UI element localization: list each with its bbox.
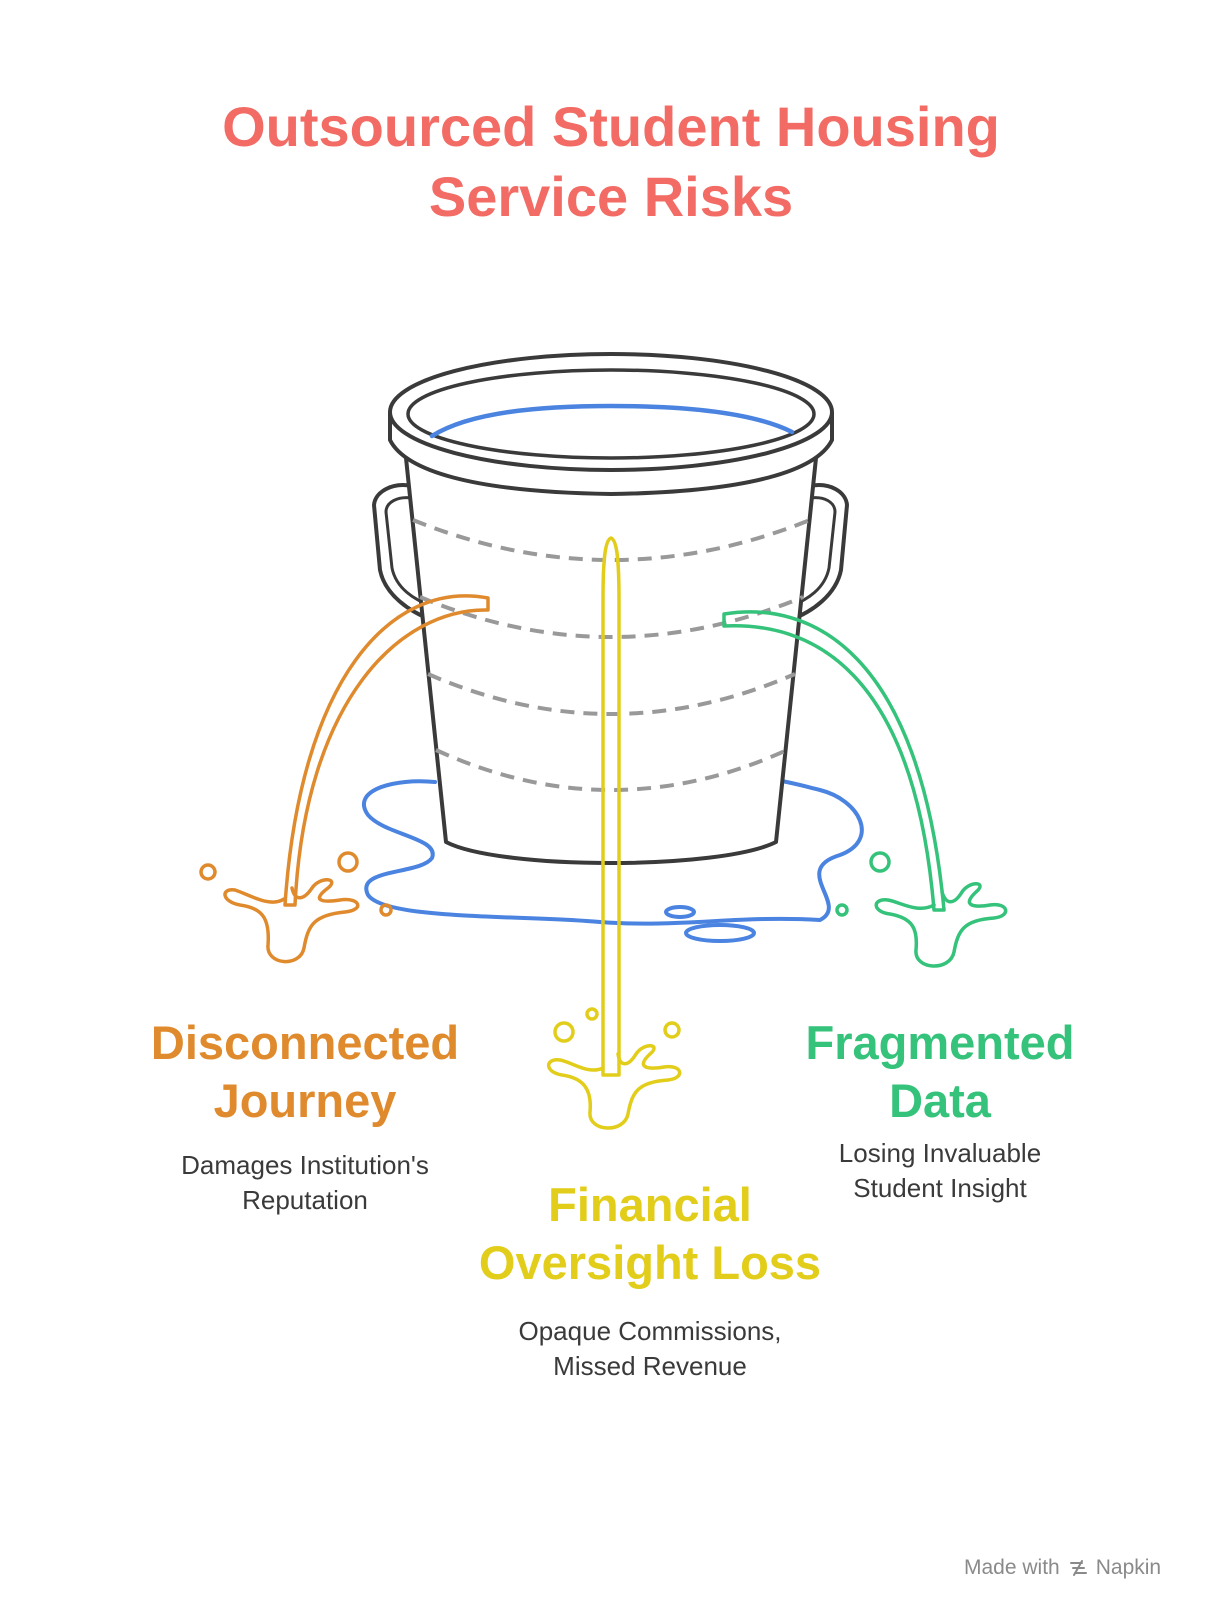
risk-description-line: Student Insight <box>853 1173 1027 1203</box>
puddle-drop-2 <box>684 923 756 943</box>
risk-description-line: Losing Invaluable <box>838 1138 1042 1168</box>
bucket-band-2 <box>419 595 804 639</box>
splash-right-drop-1 <box>869 851 891 873</box>
splash-left-drop-3 <box>379 903 393 917</box>
footer-brand: Napkin <box>1095 1556 1162 1579</box>
risk-description-fragmented-data: Losing Invaluable Student Insight <box>740 1136 1140 1206</box>
bucket-band-3 <box>427 672 796 716</box>
risk-heading-line: Oversight Loss <box>478 1236 822 1289</box>
risk-heading-line: Fragmented <box>805 1016 1075 1069</box>
splash-left-drop-1 <box>199 863 217 881</box>
splash-left <box>223 878 360 964</box>
splash-center-drop-1 <box>553 1021 575 1043</box>
leak-stream-left <box>199 594 490 964</box>
splash-left-drop-2 <box>337 851 359 873</box>
risk-heading-disconnected-journey: Disconnected Journey <box>110 1014 500 1130</box>
splash-center-drop-2 <box>585 1007 599 1021</box>
risk-heading-fragmented-data: Fragmented Data <box>740 1014 1140 1130</box>
made-with-napkin-footer[interactable]: Made with Napkin <box>964 1556 1161 1580</box>
footer-made-with: Made with <box>964 1556 1060 1579</box>
title-line-2: Service Risks <box>428 165 794 228</box>
risk-description-line: Opaque Commissions, <box>518 1316 782 1346</box>
water-puddle <box>362 778 864 926</box>
leak-stream-center <box>546 536 682 1130</box>
risk-description-disconnected-journey: Damages Institution's Reputation <box>110 1148 500 1218</box>
risk-heading-line: Data <box>889 1074 991 1127</box>
risk-heading-line: Disconnected <box>150 1016 460 1069</box>
bucket-handle-right <box>789 483 849 622</box>
risk-description-line: Missed Revenue <box>553 1351 747 1381</box>
title-line-1: Outsourced Student Housing <box>222 95 1000 158</box>
risk-heading-financial-oversight-loss: Financial Oversight Loss <box>440 1176 860 1292</box>
bucket-rim-inner <box>406 368 816 460</box>
risk-description-line: Damages Institution's <box>181 1150 429 1180</box>
bucket-handle-left-inner <box>384 496 433 608</box>
splash-center <box>546 1044 682 1130</box>
bucket-handle-right-inner <box>789 496 837 608</box>
risk-description-line: Reputation <box>242 1185 368 1215</box>
napkin-logo-icon <box>1069 1560 1087 1576</box>
risk-heading-line: Financial <box>548 1178 752 1231</box>
bucket-body <box>404 457 818 865</box>
bucket-band-1 <box>412 518 811 562</box>
splash-right <box>874 882 1008 968</box>
leak-stream-right <box>722 610 1008 968</box>
splash-center-drop-3 <box>663 1021 681 1039</box>
page-title: Outsourced Student Housing Service Risks <box>0 92 1222 232</box>
risk-heading-line: Journey <box>213 1074 397 1127</box>
bucket-water-surface <box>429 403 795 439</box>
puddle-drop-1 <box>664 905 696 919</box>
risk-description-financial-oversight-loss: Opaque Commissions, Missed Revenue <box>440 1314 860 1384</box>
bucket-band-4 <box>435 748 788 792</box>
splash-right-drop-2 <box>835 903 849 917</box>
